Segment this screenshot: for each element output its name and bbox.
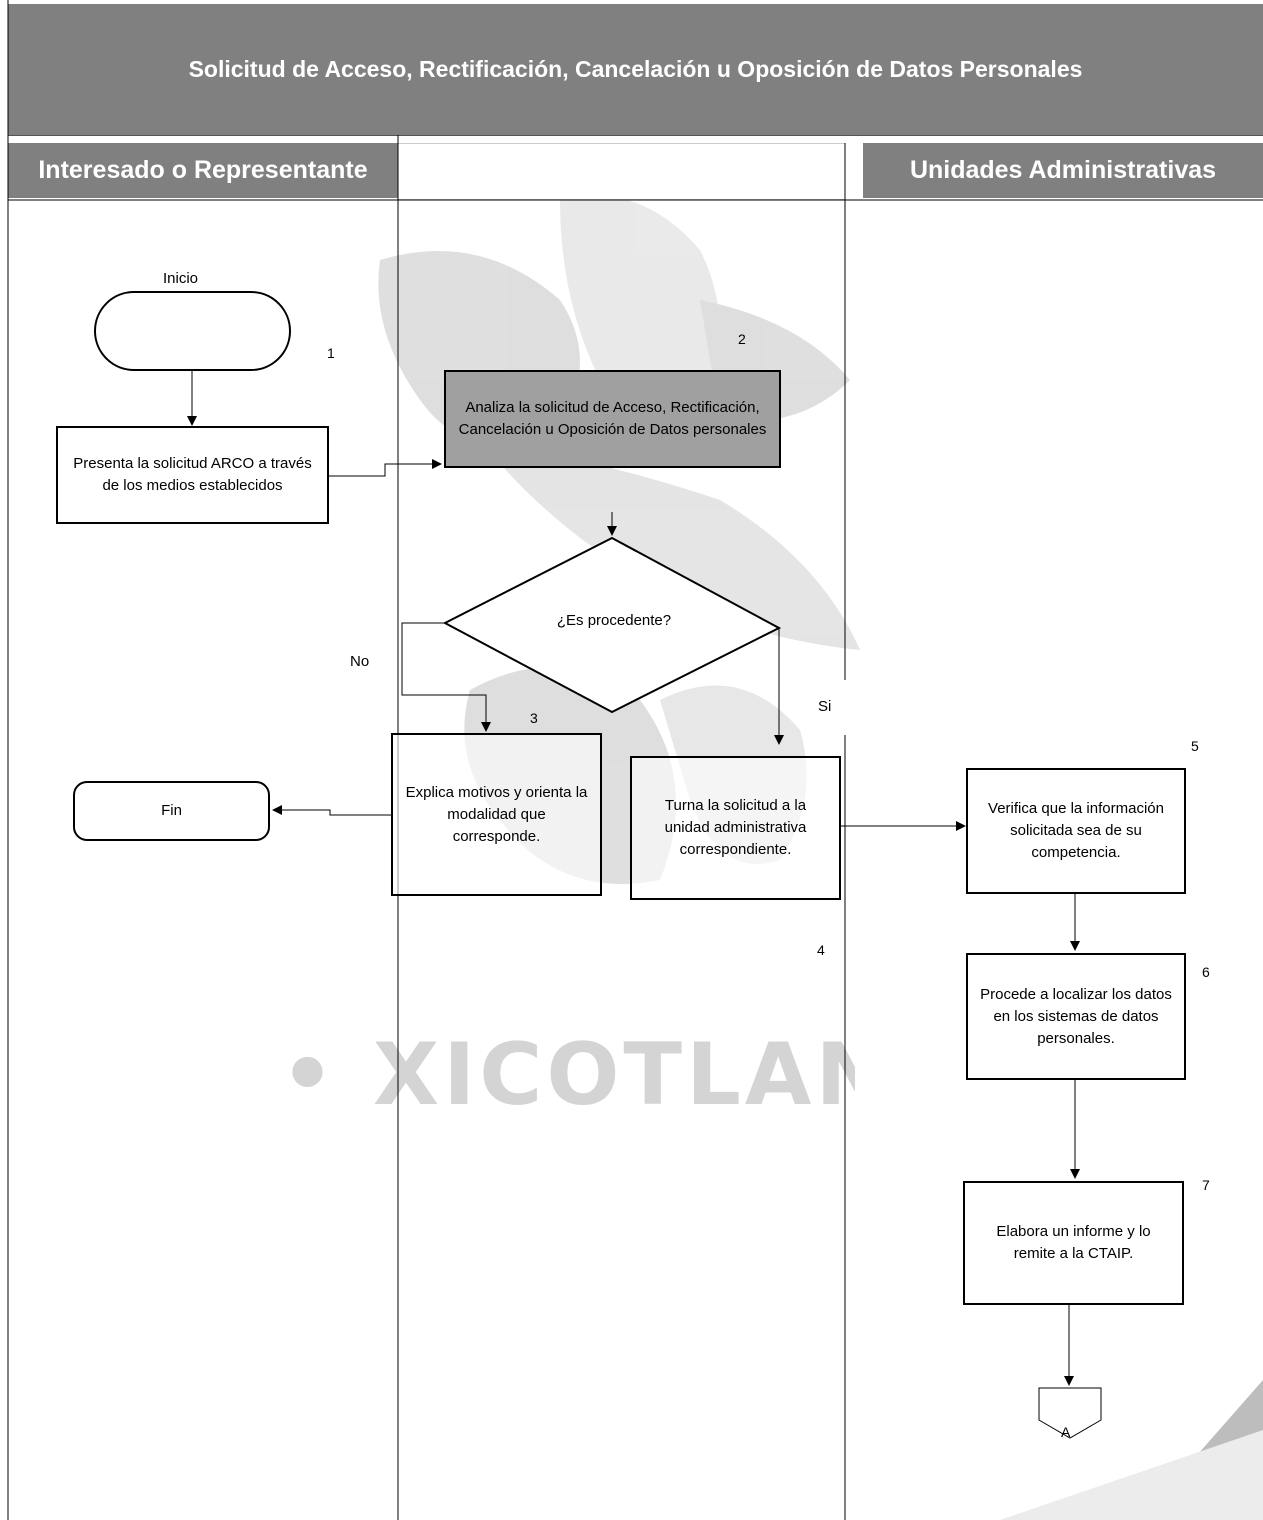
- step7-number: 7: [1202, 1177, 1210, 1193]
- step5-number: 5: [1191, 738, 1199, 754]
- decision-diamond: [442, 536, 782, 714]
- step1-number: 1: [327, 345, 335, 361]
- step2-box: Analiza la solicitud de Acceso, Rectific…: [444, 370, 781, 468]
- step7-box: Elabora un informe y lo remite a la CTAI…: [963, 1181, 1184, 1305]
- no-label: No: [350, 653, 370, 670]
- start-label: Inicio: [163, 270, 199, 287]
- step4-box: Turna la solicitud a la unidad administr…: [630, 756, 841, 900]
- end-text: Fin: [161, 802, 182, 819]
- step2-number: 2: [738, 331, 746, 347]
- start-terminal: [94, 291, 291, 371]
- si-label: Si: [818, 698, 832, 715]
- step6-number: 6: [1202, 964, 1210, 980]
- end-terminal: Fin: [73, 781, 270, 841]
- step6-text: Procede a localizar los datos en los sis…: [980, 985, 1172, 1047]
- lane-title-left: Interesado o Representante: [38, 156, 368, 184]
- diagram-title: Solicitud de Acceso, Rectificación, Canc…: [188, 56, 1083, 82]
- step3-number: 3: [530, 710, 538, 726]
- off-page-connector-shape: [1038, 1387, 1102, 1439]
- step6-box: Procede a localizar los datos en los sis…: [966, 953, 1186, 1080]
- step4-number: 4: [817, 942, 825, 958]
- decision-text: ¿Es procedente?: [556, 612, 672, 629]
- step2-text: Analiza la solicitud de Acceso, Rectific…: [458, 399, 767, 438]
- lane-title-right: Unidades Administrativas: [909, 156, 1217, 184]
- diagram-title-bar: Solicitud de Acceso, Rectificación, Canc…: [8, 4, 1263, 136]
- watermark-mask: [855, 1030, 975, 1110]
- step5-text: Verifica que la información solicitada s…: [988, 800, 1164, 861]
- step1-box: Presenta la solicitud ARCO a través de l…: [56, 426, 329, 524]
- step7-text: Elabora un informe y lo remite a la CTAI…: [996, 1223, 1151, 1262]
- step1-text: Presenta la solicitud ARCO a través de l…: [73, 455, 312, 494]
- connector-label: A: [1061, 1424, 1071, 1440]
- step3-box: Explica motivos y orienta la modalidad q…: [391, 733, 602, 896]
- lane-header-interesado: Interesado o Representante: [8, 143, 398, 198]
- step4-text: Turna la solicitud a la unidad administr…: [664, 797, 807, 858]
- lane-header-middle: [398, 143, 845, 200]
- lane-header-unidades: Unidades Administrativas: [863, 143, 1263, 198]
- step5-box: Verifica que la información solicitada s…: [966, 768, 1186, 894]
- step3-text: Explica motivos y orienta la modalidad q…: [405, 783, 588, 845]
